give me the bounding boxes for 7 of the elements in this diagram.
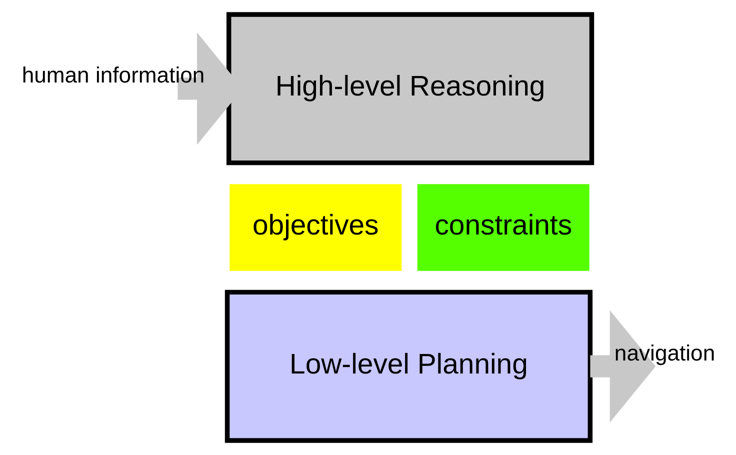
arrow — [590, 310, 656, 422]
node-box: Low-level Planning — [224, 290, 592, 443]
node-box: objectives — [229, 184, 402, 271]
node-box: constraints — [416, 184, 589, 271]
edge-label: navigation — [614, 340, 715, 366]
node-box: High-level Reasoning — [226, 12, 594, 166]
edge-label: human information — [21, 62, 204, 88]
